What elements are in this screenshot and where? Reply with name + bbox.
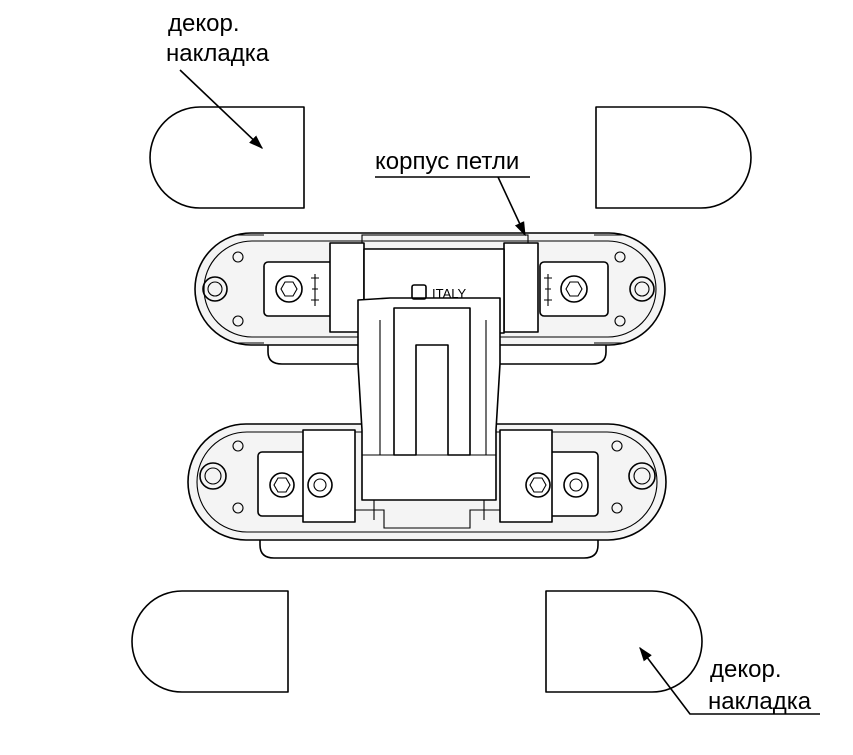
leader-body — [375, 176, 530, 235]
leader-top-left — [179, 69, 264, 149]
adjust-scale-upper — [311, 274, 552, 306]
adjust-screws-lower-right — [525, 472, 589, 498]
decor-cover-top-left — [149, 106, 305, 209]
adjust-screw-upper-left — [275, 275, 303, 303]
hinge-upper-body — [194, 232, 666, 365]
adjust-screws-lower-left — [269, 472, 333, 498]
decor-cover-top-right — [595, 106, 752, 209]
brand-stamp-text: ITALY — [432, 286, 467, 301]
mounting-holes-upper — [202, 251, 655, 327]
label-hinge-body: корпус петли — [375, 148, 520, 175]
label-decor-top-left-line2: накладка — [166, 40, 270, 67]
label-decor-bottom-right-line2: накладка — [708, 688, 812, 715]
decor-cover-bottom-left — [131, 590, 289, 693]
decor-cover-bottom-right — [545, 590, 703, 693]
brand-logo: ITALY — [411, 284, 467, 301]
hinge-central-core — [329, 242, 539, 520]
leader-bottom-right — [639, 646, 820, 715]
label-decor-top-left-line1: декор. — [168, 10, 240, 37]
mounting-holes-lower — [199, 440, 656, 514]
label-decor-bottom-right-line1: декор. — [710, 656, 782, 683]
adjust-screw-upper-right — [560, 275, 588, 303]
